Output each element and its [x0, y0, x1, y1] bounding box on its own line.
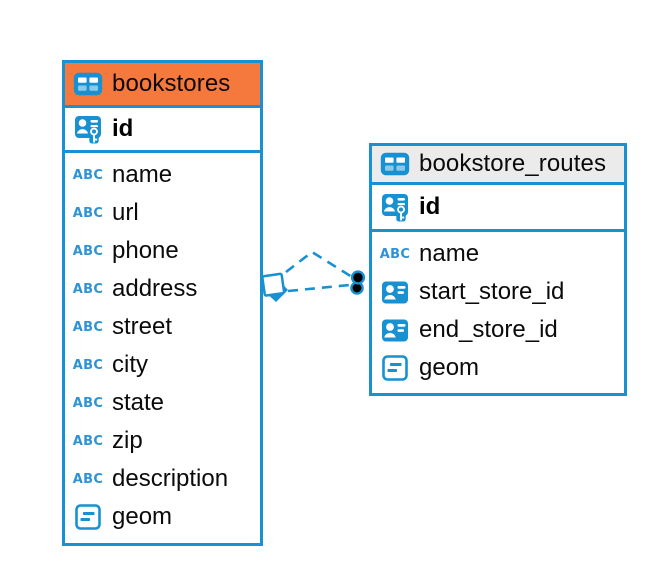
table-header-bookstores[interactable]: bookstores: [65, 63, 260, 108]
text-type-icon: ABC: [72, 281, 104, 297]
column-row-description[interactable]: ABC description: [65, 460, 260, 498]
column-row-start_store_id[interactable]: start_store_id: [372, 273, 624, 311]
column-row-end_store_id[interactable]: end_store_id: [372, 311, 624, 349]
column-label: name: [112, 161, 173, 188]
primary-key-icon: [380, 192, 410, 222]
column-label: geom: [419, 354, 480, 381]
table-icon: [380, 152, 410, 176]
text-type-icon: ABC: [72, 205, 104, 221]
column-row-id[interactable]: id: [65, 108, 260, 153]
geometry-type-icon: [380, 355, 410, 381]
table-title: bookstores: [112, 70, 231, 97]
column-row-address[interactable]: ABC address: [65, 270, 260, 308]
relationship-line-lower[interactable]: [287, 283, 351, 293]
column-label: name: [419, 240, 480, 267]
column-row-street[interactable]: ABC street: [65, 308, 260, 346]
text-type-icon: ABC: [72, 395, 104, 411]
column-row-id[interactable]: id: [372, 185, 624, 232]
table-title: bookstore_routes: [419, 150, 607, 177]
text-type-icon: ABC: [72, 433, 104, 449]
column-row-zip[interactable]: ABC zip: [65, 422, 260, 460]
column-row-city[interactable]: ABC city: [65, 346, 260, 384]
reference-type-icon: [380, 281, 410, 304]
relationship-source-diamond-marker[interactable]: [261, 272, 288, 302]
column-row-phone[interactable]: ABC phone: [65, 232, 260, 270]
column-label: start_store_id: [419, 278, 565, 305]
column-label: street: [112, 313, 173, 340]
reference-type-icon: [380, 319, 410, 342]
entity-table-bookstore-routes[interactable]: bookstore_routes id ABC name start_store_i…: [369, 143, 627, 396]
column-label: url: [112, 199, 139, 226]
relationship-line-upper[interactable]: [285, 250, 353, 279]
column-label: city: [112, 351, 148, 378]
column-label: description: [112, 465, 229, 492]
column-row-name[interactable]: ABC name: [65, 156, 260, 194]
column-row-name[interactable]: ABC name: [372, 235, 624, 273]
column-label: zip: [112, 427, 143, 454]
column-label: geom: [112, 503, 173, 530]
table-header-bookstore-routes[interactable]: bookstore_routes: [372, 146, 624, 185]
column-row-url[interactable]: ABC url: [65, 194, 260, 232]
text-type-icon: ABC: [72, 471, 104, 487]
text-type-icon: ABC: [379, 246, 411, 262]
text-type-icon: ABC: [72, 167, 104, 183]
column-label: end_store_id: [419, 316, 558, 343]
text-type-icon: ABC: [72, 357, 104, 373]
column-row-geom[interactable]: geom: [372, 349, 624, 387]
text-type-icon: ABC: [72, 319, 104, 335]
column-label: phone: [112, 237, 179, 264]
primary-key-icon: [73, 114, 103, 144]
text-type-icon: ABC: [72, 243, 104, 259]
table-icon: [73, 72, 103, 96]
geometry-type-icon: [73, 504, 103, 530]
relationship-target-dot-markers[interactable]: [350, 270, 366, 295]
primary-key-label: id: [112, 115, 134, 142]
column-label: address: [112, 275, 198, 302]
column-row-geom[interactable]: geom: [65, 498, 260, 536]
primary-key-label: id: [419, 193, 441, 220]
column-row-state[interactable]: ABC state: [65, 384, 260, 422]
column-label: state: [112, 389, 165, 416]
